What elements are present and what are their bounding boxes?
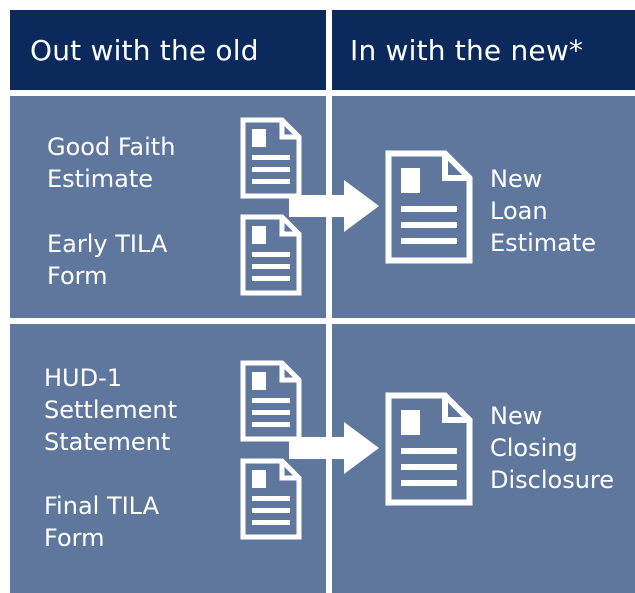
document-icon xyxy=(240,214,302,296)
document-icon xyxy=(385,392,473,506)
document-icon xyxy=(240,117,302,199)
old-item-hud-1-settlement-statement: HUD-1 Settlement Statement xyxy=(44,364,178,456)
document-icon xyxy=(385,150,473,264)
right-arrow-icon xyxy=(289,422,381,474)
old-item-early-tila-form: Early TILA Form xyxy=(47,230,168,290)
right-arrow-icon xyxy=(289,180,381,232)
header-in-with-the-new: In with the new* xyxy=(332,10,635,90)
new-item-closing-disclosure: New Closing Disclosure xyxy=(490,402,615,494)
panel-old-row-2 xyxy=(10,324,326,593)
header-out-with-the-old: Out with the old xyxy=(10,10,326,90)
old-item-good-faith-estimate: Good Faith Estimate xyxy=(47,133,176,193)
new-item-loan-estimate: New Loan Estimate xyxy=(490,165,597,257)
document-icon xyxy=(240,458,302,540)
old-item-final-tila-form: Final TILA Form xyxy=(44,492,160,552)
header-old-label: Out with the old xyxy=(30,33,259,67)
header-new-label: In with the new* xyxy=(350,33,584,67)
panel-new-row-1 xyxy=(332,96,635,318)
panel-new-row-2 xyxy=(332,324,635,593)
document-icon xyxy=(240,360,302,442)
